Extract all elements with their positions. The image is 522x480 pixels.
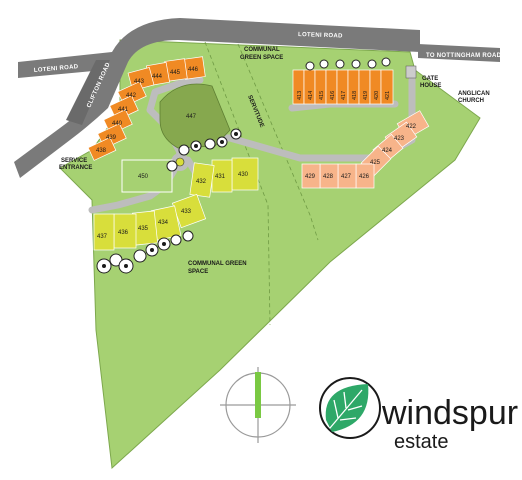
plot-423-label: 423	[394, 136, 405, 142]
plot-438-label: 438	[96, 148, 107, 154]
plot-421[interactable]	[380, 69, 394, 105]
plot-440-label: 440	[112, 121, 123, 127]
plot-429[interactable]	[301, 163, 321, 189]
plot-450[interactable]	[121, 159, 173, 193]
plot-427-label: 427	[341, 174, 352, 180]
roads	[14, 18, 500, 178]
plot-437-label: 437	[97, 234, 108, 240]
loteni-road-label-left: LOTENI ROAD	[34, 64, 79, 74]
plot-418-label: 418	[352, 91, 358, 100]
plot-441-label: 441	[118, 107, 129, 113]
plot-421-label: 421	[385, 91, 391, 100]
plot-442-label: 442	[126, 93, 137, 99]
brand-sub: estate	[394, 431, 448, 453]
plot-444-label: 444	[152, 74, 163, 80]
servitude-lines	[204, 41, 319, 326]
plot-435-label: 435	[138, 226, 149, 232]
loteni-road-label-right: LOTENI ROAD	[298, 32, 343, 40]
clifton-road	[66, 60, 110, 125]
peach-plots-labels: 422 423 424 425 426 427 428 429	[305, 124, 417, 180]
yellow-plots-southwest-labels: 433 434 435 436 437	[97, 209, 192, 240]
plot-434-label: 434	[158, 220, 169, 226]
plot-445-label: 445	[170, 70, 181, 76]
service-entrance-line1: SERVICE	[61, 158, 87, 164]
plot-415-label: 415	[319, 91, 325, 100]
plot-438[interactable]	[87, 137, 117, 161]
plot-432-label: 432	[196, 179, 207, 185]
gate-house-line1: GATE	[422, 76, 438, 82]
plot-420-label: 420	[374, 91, 380, 100]
plot-431-label: 431	[215, 174, 226, 180]
windspur-logo: windspur estate	[319, 377, 518, 453]
plot-439-label: 439	[106, 135, 117, 141]
yellow-plots-southwest	[93, 193, 207, 251]
plot-447-label: 447	[186, 114, 197, 120]
peach-plots	[301, 110, 430, 189]
plot-430-label: 430	[238, 172, 249, 178]
plot-417-label: 417	[341, 91, 347, 100]
anglican-church-line2: CHURCH	[458, 98, 484, 104]
compass-icon	[220, 367, 296, 443]
plot-419-label: 419	[363, 91, 369, 100]
gate-house-line2: HOUSE	[420, 83, 441, 89]
brand-name: windspur	[381, 394, 518, 432]
communal-green-bottom-line2: SPACE	[188, 269, 208, 275]
plot-426-label: 426	[359, 174, 370, 180]
plot-424-label: 424	[382, 148, 393, 154]
orange-plots-west	[87, 56, 206, 161]
loteni-road	[14, 18, 420, 178]
service-entrance-line2: ENTRANCE	[59, 165, 92, 171]
plot-428-label: 428	[323, 174, 334, 180]
plot-413-label: 413	[297, 91, 303, 100]
orange-plots-west-labels: 446 445 444 443 442 441 440 439 438	[96, 67, 199, 154]
orange-plots-north-labels: 413 414 415 416 417 418 419 420 421	[297, 91, 391, 100]
communal-green-bottom-line1: COMMUNAL GREEN	[188, 261, 247, 267]
yellow-plots-central	[189, 157, 259, 198]
plot-446-label: 446	[188, 67, 199, 73]
plot-433-label: 433	[181, 209, 192, 215]
gate-house	[405, 65, 417, 79]
plot-437[interactable]	[93, 213, 115, 251]
orange-plots-north	[292, 69, 394, 105]
plot-416-label: 416	[330, 91, 336, 100]
plot-429-label: 429	[305, 174, 316, 180]
yellow-plots-central-labels: 430 431 432	[196, 172, 249, 185]
plot-414-label: 414	[308, 91, 314, 100]
anglican-church-line1: ANGLICAN	[458, 91, 490, 97]
plot-443-label: 443	[134, 79, 145, 85]
plot-432[interactable]	[189, 162, 215, 198]
plot-450-label: 450	[138, 174, 149, 180]
plot-425-label: 425	[370, 160, 381, 166]
plot-422-label: 422	[406, 124, 417, 130]
communal-green-top-line2: GREEN SPACE	[240, 55, 283, 61]
leaf-veins	[329, 389, 363, 429]
tree-canopies	[102, 132, 238, 268]
estate-land	[59, 39, 481, 470]
plot-436-label: 436	[118, 230, 129, 236]
nottingham-road	[418, 44, 500, 62]
nottingham-road-label: TO NOTTINGHAM ROAD	[426, 53, 502, 59]
logo-ring-icon	[319, 377, 381, 439]
communal-green-top-line1: COMMUNAL	[244, 47, 280, 53]
